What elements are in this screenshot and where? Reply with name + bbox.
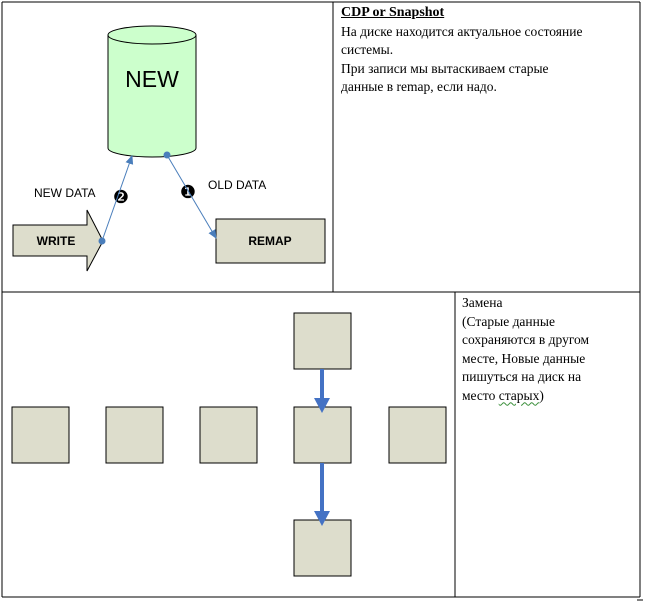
block-grid [11, 312, 447, 577]
block-4-target [293, 406, 352, 464]
block-3 [199, 406, 258, 464]
replace-line-1: Замена [462, 295, 503, 310]
cdp-line-4: данные в remap, если надо. [341, 79, 497, 94]
step-1-icon: ❶ [180, 182, 196, 202]
replace-description: Замена (Старые данные сохраняются в друг… [462, 294, 636, 405]
remap-label: REMAP [248, 234, 291, 248]
replace-line-2: (Старые данные [462, 313, 555, 329]
replace-line-6-spellcheck: старых [498, 387, 540, 403]
cdp-line-2: системы. [341, 42, 394, 57]
write-label: WRITE [37, 234, 76, 248]
block-new-data [293, 312, 352, 370]
cylinder-connector-dot [163, 151, 171, 159]
step-2-icon: ❷ [113, 187, 129, 207]
cdp-line-1: На диске находится актуальное состояние [341, 23, 583, 39]
replace-line-6-prefix: место [462, 387, 499, 403]
replace-line-6: место старых) [462, 387, 636, 406]
block-old-data [293, 519, 352, 577]
remap-box: REMAP [215, 218, 326, 264]
new-data-label: NEW DATA [34, 186, 96, 200]
cdp-title: CDP or Snapshot [341, 5, 445, 20]
write-block-arrow: WRITE [12, 209, 104, 272]
replace-line-3: сохраняются в другом [462, 332, 590, 347]
old-data-label: OLD DATA [208, 178, 266, 192]
old-data-connector-arrow [166, 154, 217, 239]
cylinder-label: NEW [125, 66, 179, 92]
block-2 [105, 406, 164, 464]
cdp-description: CDP or Snapshot На диске находится актуа… [341, 4, 637, 97]
cdp-line-3: При записи мы вытаскиваем старые [341, 60, 549, 76]
replace-line-6-suffix: ) [539, 387, 544, 403]
replace-line-4: месте, Новые данные [462, 350, 586, 366]
block-1 [11, 406, 70, 464]
write-connector-dot [98, 237, 106, 245]
replace-line-5: пишуться на диск на [462, 369, 582, 384]
block-5 [388, 406, 447, 464]
new-data-connector-arrow [101, 155, 134, 242]
new-disk-cylinder: NEW [107, 25, 197, 158]
